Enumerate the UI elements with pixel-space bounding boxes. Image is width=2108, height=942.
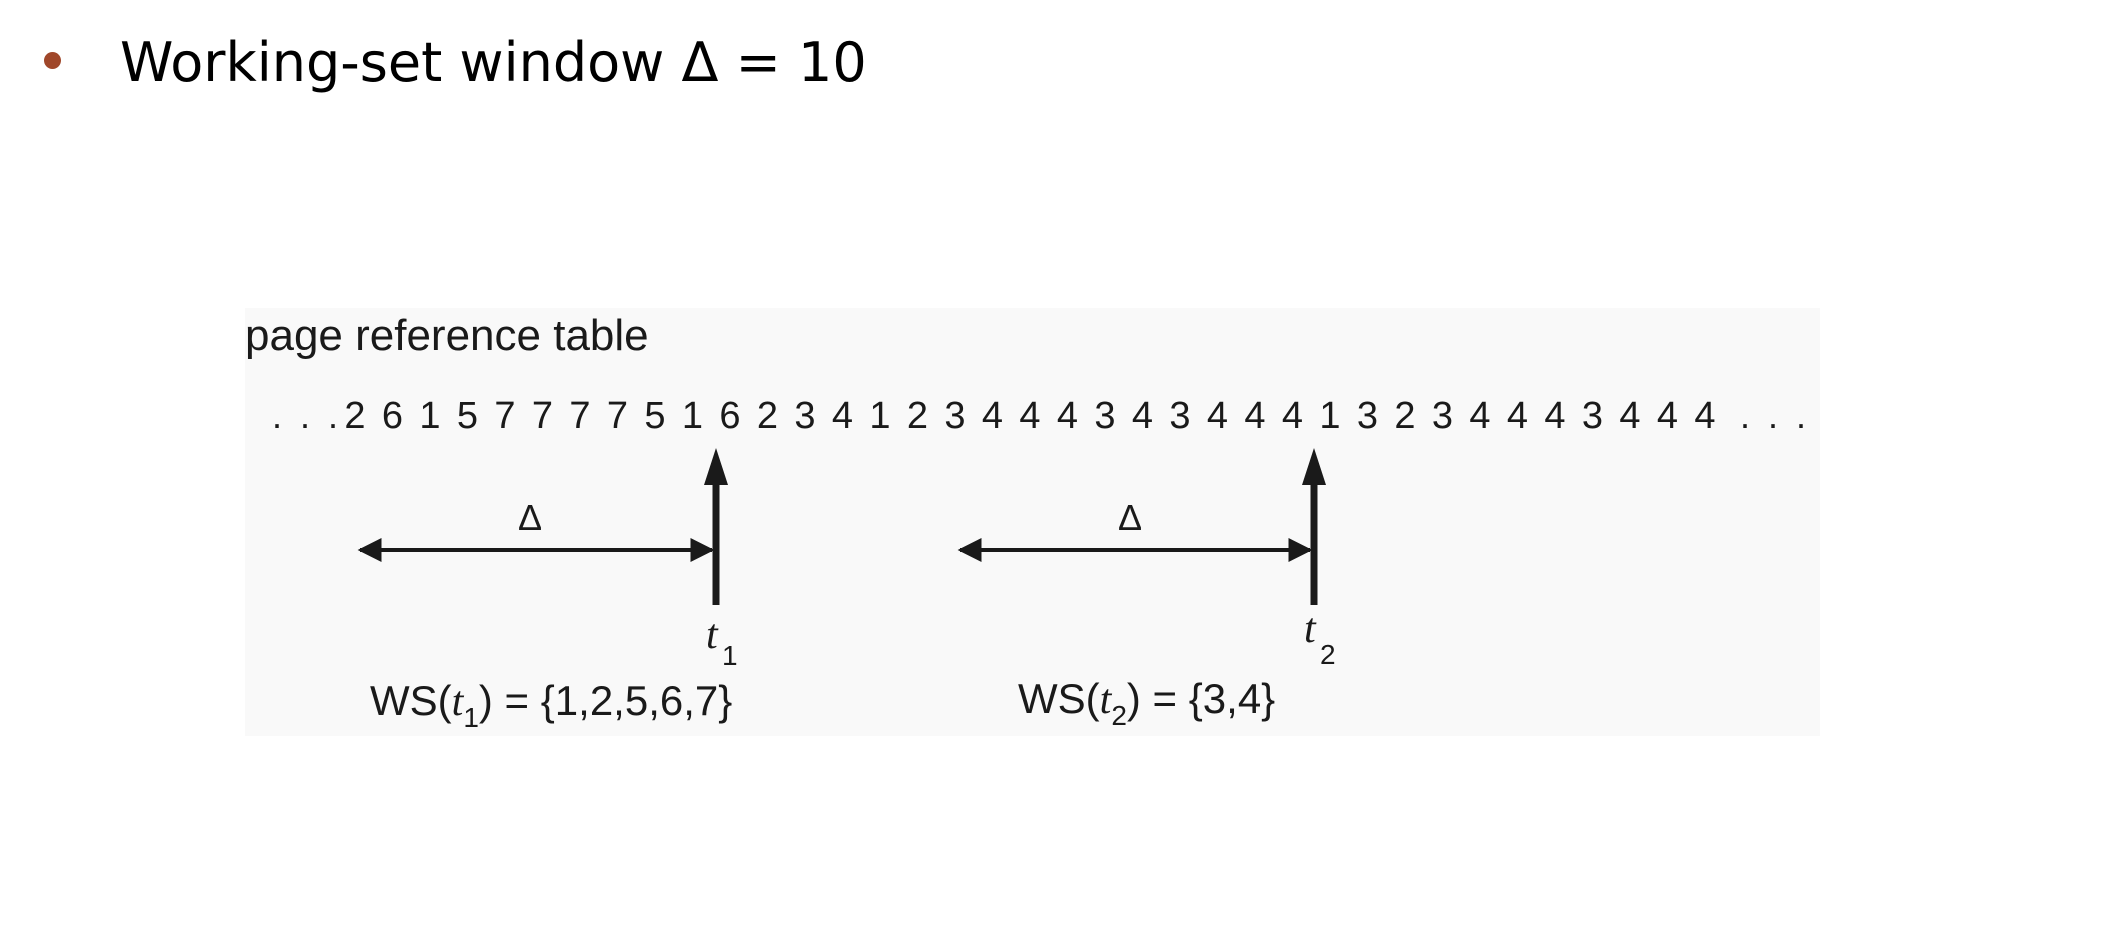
ws-t1-label: WS(t1) = {1,2,5,6,7}: [370, 677, 732, 733]
window-2: Δ t 2 WS(t2) = {3,4}: [957, 448, 1336, 731]
reference-digit: 4: [1057, 395, 1078, 437]
reference-digit: 3: [1094, 395, 1115, 437]
reference-digit: 3: [1169, 395, 1190, 437]
reference-digit: 7: [494, 395, 515, 437]
figure-panel: [245, 308, 1820, 736]
reference-digit: 5: [457, 395, 478, 437]
reference-digit: 4: [1544, 395, 1565, 437]
time-label-t2-sub: 2: [1320, 639, 1336, 670]
ws-t2-sub: 2: [1111, 700, 1127, 731]
reference-digit: 4: [1132, 395, 1153, 437]
reference-digit: 5: [644, 395, 665, 437]
reference-digit: 2: [907, 395, 928, 437]
diagram-caption: page reference table: [245, 311, 649, 360]
reference-digit: 7: [569, 395, 590, 437]
reference-digit: 4: [1619, 395, 1640, 437]
reference-digit: 4: [1207, 395, 1228, 437]
reference-digit: 1: [1319, 395, 1340, 437]
time-marker-arrow-1: [704, 448, 728, 485]
ws-t2-var: t: [1100, 677, 1113, 723]
reference-digit: 2: [344, 395, 365, 437]
reference-digit: 4: [1507, 395, 1528, 437]
delta-label-2: Δ: [1118, 497, 1142, 538]
ws-t1-sub: 1: [463, 702, 479, 733]
reference-digit: 4: [1244, 395, 1265, 437]
reference-digit: 4: [1469, 395, 1490, 437]
reference-digit: 7: [532, 395, 553, 437]
ws-t2-prefix: WS(: [1018, 675, 1100, 722]
leading-dots: . . .: [272, 395, 342, 436]
window-1: Δ t 1 WS(t1) = {1,2,5,6,7}: [357, 448, 738, 733]
delta-label-1: Δ: [518, 497, 542, 538]
slide-title: Working-set window Δ = 10: [120, 31, 867, 94]
reference-digit: 2: [1394, 395, 1415, 437]
time-label-t1: t: [706, 612, 719, 658]
ws-t1-suffix: ) = {1,2,5,6,7}: [479, 677, 732, 724]
reference-digit: 3: [1432, 395, 1453, 437]
ws-t2-label: WS(t2) = {3,4}: [1018, 675, 1275, 731]
reference-digit: 3: [944, 395, 965, 437]
reference-digit: 6: [382, 395, 403, 437]
reference-digit: 3: [1582, 395, 1603, 437]
reference-digit: 2: [757, 395, 778, 437]
reference-digit: 4: [1019, 395, 1040, 437]
trailing-dots: . . .: [1740, 395, 1810, 436]
reference-digit: 4: [832, 395, 853, 437]
reference-digit: 4: [1282, 395, 1303, 437]
reference-digit: 1: [682, 395, 703, 437]
reference-digit: 4: [1657, 395, 1678, 437]
ws-t2-suffix: ) = {3,4}: [1127, 675, 1275, 722]
reference-digit: 7: [607, 395, 628, 437]
time-marker-arrow-2: [1302, 448, 1326, 485]
reference-digit: 3: [1357, 395, 1378, 437]
reference-digit: 4: [1694, 395, 1715, 437]
ws-t1-var: t: [452, 679, 465, 725]
time-label-t1-sub: 1: [722, 640, 738, 671]
reference-digit: 4: [982, 395, 1003, 437]
bullet-dot: [44, 52, 61, 69]
reference-digit: 1: [419, 395, 440, 437]
time-label-t2: t: [1304, 606, 1317, 652]
ws-t1-prefix: WS(: [370, 677, 452, 724]
reference-digit: 6: [719, 395, 740, 437]
reference-digit: 1: [869, 395, 890, 437]
reference-digit: 3: [794, 395, 815, 437]
